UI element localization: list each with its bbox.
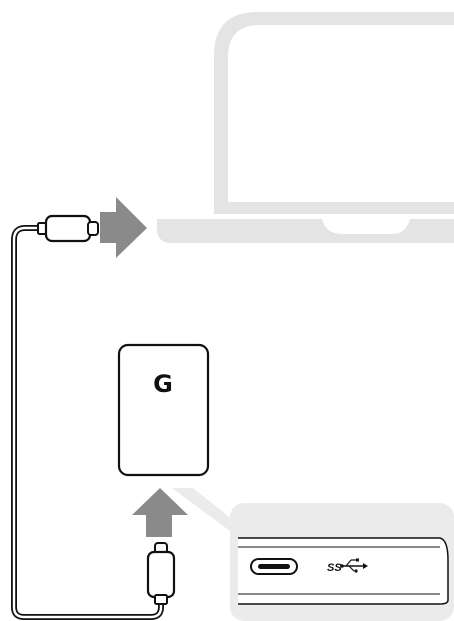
drive-body bbox=[119, 345, 208, 475]
usb-superspeed-text: SS bbox=[327, 562, 342, 574]
top-connector-body bbox=[46, 216, 90, 241]
laptop-icon bbox=[157, 12, 454, 243]
drive-logo: G bbox=[153, 370, 173, 398]
arrow-up-icon bbox=[132, 488, 188, 537]
usb-c-cable-bottom-icon bbox=[148, 543, 174, 604]
bottom-connector-body bbox=[148, 552, 174, 597]
laptop-base-notch bbox=[322, 219, 410, 234]
hard-drive-icon: G bbox=[119, 345, 208, 475]
bottom-connector-strain-relief bbox=[155, 595, 167, 604]
laptop-base bbox=[157, 219, 454, 243]
arrow-right-icon bbox=[100, 197, 147, 258]
usb-c-cable-icon bbox=[38, 216, 98, 241]
usb-c-port-tongue bbox=[258, 564, 290, 569]
port-detail-callout: SS bbox=[230, 503, 454, 621]
laptop-screen-panel bbox=[228, 25, 454, 202]
top-connector-plug bbox=[88, 222, 98, 235]
